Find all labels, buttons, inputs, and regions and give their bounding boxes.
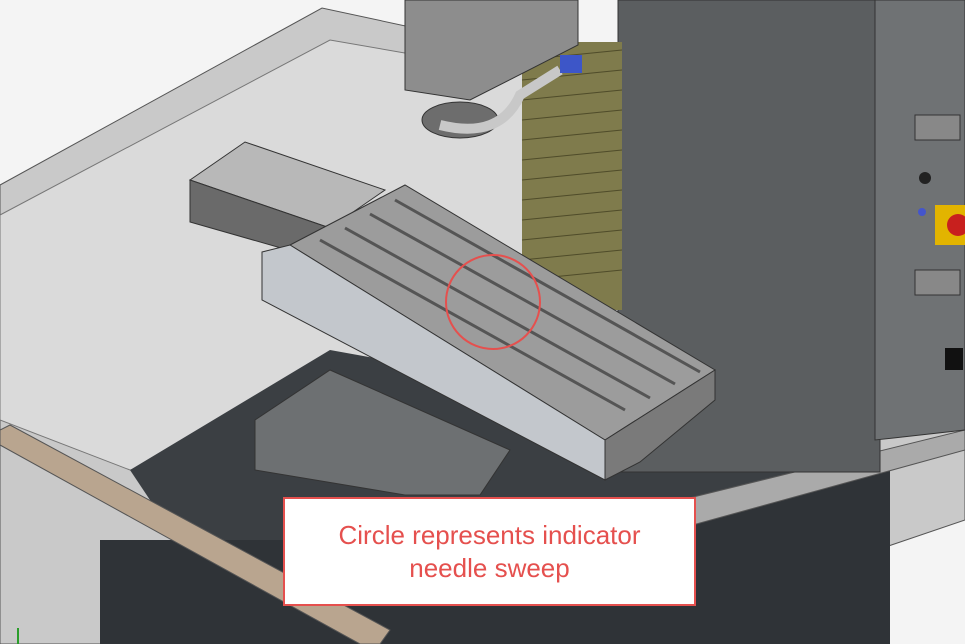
table-end (604, 369, 716, 481)
annotation-line-1: Circle represents indicator (338, 519, 641, 550)
control-panel-slot-2 (914, 269, 961, 296)
coolant-hose (438, 65, 563, 134)
column-side (874, 0, 965, 441)
estop-button (947, 214, 965, 236)
control-switch (919, 172, 931, 184)
blue-indicator-light (918, 208, 926, 216)
annotation-line-2: needle sweep (409, 552, 570, 583)
control-panel-slot (914, 114, 961, 141)
t-slots (319, 198, 701, 412)
power-plug (945, 348, 963, 370)
annotation-callout: Circle represents indicator needle sweep (283, 497, 696, 606)
hose-fitting (560, 55, 582, 73)
indicator-sweep-circle (445, 254, 541, 350)
spindle-head (404, 0, 579, 101)
y-axis-bellows (254, 369, 511, 496)
